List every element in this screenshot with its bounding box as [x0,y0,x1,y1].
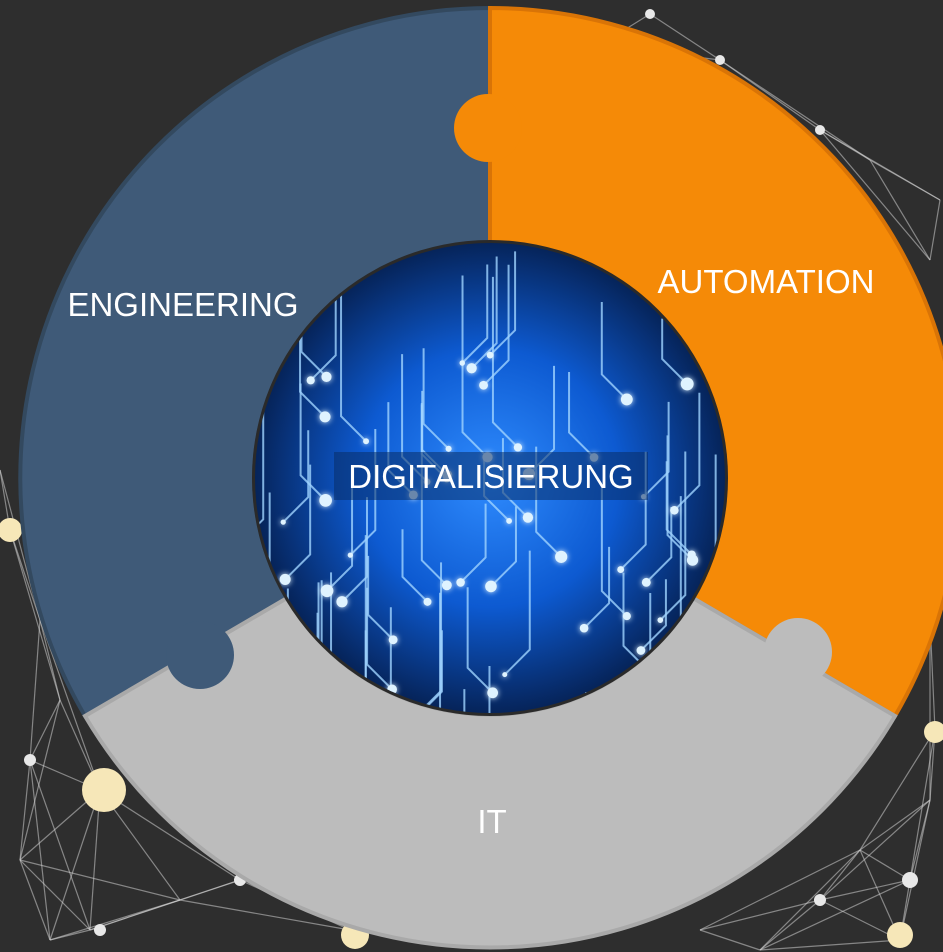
ring [18,5,943,950]
puzzle-knob-right [764,618,832,686]
label-engineering: ENGINEERING [67,286,298,323]
label-automation: AUTOMATION [658,263,875,300]
puzzle-knob-left [166,621,234,689]
network-nodes [0,9,943,949]
center-label-backdrop [334,452,648,500]
label-it: IT [477,803,506,840]
network-background [0,13,941,951]
puzzle-knob-top [454,94,522,162]
center-label: DIGITALISIERUNG [348,458,633,495]
